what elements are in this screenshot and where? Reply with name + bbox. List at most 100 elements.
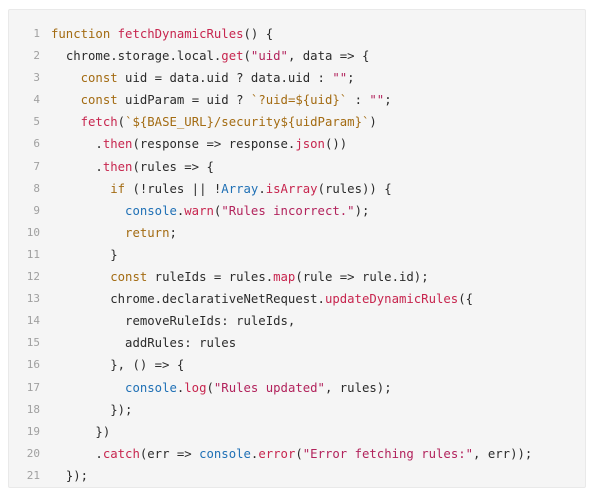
code-indent — [51, 425, 95, 439]
code-token: "uid" — [250, 49, 288, 64]
code-token: (!rules || ! — [125, 181, 222, 196]
code-token: (response => response. — [132, 137, 296, 152]
code-line: 18 }); — [9, 399, 585, 421]
line-number: 3 — [33, 71, 40, 85]
code-indent — [51, 182, 110, 196]
code-indent — [51, 270, 110, 284]
code-token: uidParam = uid ? — [117, 93, 251, 108]
line-code: } — [51, 244, 117, 266]
line-code: console.warn("Rules incorrect."); — [51, 200, 369, 222]
code-line: 19 }) — [9, 421, 585, 443]
code-token: . — [258, 181, 266, 196]
line-number: 6 — [33, 137, 40, 151]
line-code: const ruleIds = rules.map(rule => rule.i… — [51, 266, 428, 288]
line-number: 13 — [26, 292, 40, 306]
line-code: fetch(`${BASE_URL}/security${uidParam}`) — [51, 111, 377, 133]
code-token: updateDynamicRules — [324, 292, 459, 307]
line-code: }) — [51, 421, 110, 443]
code-token: }); — [110, 402, 133, 417]
code-token: ); — [354, 203, 370, 218]
code-indent — [51, 137, 95, 151]
line-number: 19 — [26, 424, 40, 438]
code-line: 11 } — [9, 244, 585, 266]
code-token: map — [273, 270, 296, 285]
code-line: 16 }, () => { — [9, 354, 585, 376]
line-code: function fetchDynamicRules() { — [51, 23, 273, 45]
code-indent — [51, 314, 125, 328]
code-token: . — [176, 380, 185, 395]
code-token: isArray — [265, 181, 318, 196]
code-line: 6 .then(response => response.json()) — [9, 133, 585, 155]
code-line: 10 return; — [9, 222, 585, 244]
code-indent — [51, 469, 66, 483]
code-line: 4 const uidParam = uid ? `?uid=${uid}` :… — [9, 89, 585, 111]
code-token: `?uid=${uid}` — [250, 93, 348, 108]
code-block[interactable]: 1 function fetchDynamicRules() { 2 chrome.… — [8, 9, 586, 488]
code-token: "Error fetching rules:" — [302, 446, 474, 461]
code-token: function — [51, 27, 111, 41]
line-number: 1 — [33, 27, 40, 40]
line-code: .then(response => response.json()) — [51, 133, 347, 155]
line-number: 8 — [33, 181, 40, 195]
code-token: . — [176, 203, 185, 218]
code-indent — [51, 49, 66, 63]
line-number: 18 — [26, 402, 40, 416]
code-line: 13 chrome.declarativeNetRequest.updateDy… — [9, 288, 585, 310]
code-token: ; — [169, 225, 177, 240]
code-token: get — [221, 49, 244, 64]
code-token: ; — [384, 93, 392, 108]
code-token: ()) — [324, 137, 348, 152]
code-token: ( — [117, 115, 126, 130]
code-line: 8 if (!rules || !Array.isArray(rules)) { — [9, 178, 585, 200]
code-token: ruleIds = rules. — [147, 270, 274, 285]
code-token: "Rules updated" — [213, 380, 325, 395]
code-token: if — [110, 181, 126, 196]
line-code: const uid = data.uid ? data.uid : ""; — [51, 67, 355, 89]
code-indent — [51, 160, 95, 174]
line-code: .then(rules => { — [51, 156, 214, 178]
code-token: log — [184, 380, 207, 395]
line-code: }); — [51, 465, 88, 487]
code-token: (rules => { — [132, 159, 214, 174]
line-number: 14 — [26, 314, 40, 328]
code-token: : — [347, 93, 370, 108]
line-number: 10 — [26, 225, 40, 239]
code-token: uid = data.uid ? data.uid : — [117, 71, 333, 86]
line-number: 17 — [26, 380, 40, 394]
line-number: 4 — [33, 93, 40, 107]
code-line: 14 removeRuleIds: ruleIds, — [9, 310, 585, 332]
code-indent — [51, 71, 81, 85]
code-token: "Rules incorrect." — [221, 203, 355, 218]
code-token: chrome.declarativeNetRequest. — [110, 292, 325, 307]
code-line: 5 fetch(`${BASE_URL}/security${uidParam}… — [9, 111, 585, 133]
line-number: 12 — [26, 270, 40, 284]
line-code: const uidParam = uid ? `?uid=${uid}` : "… — [51, 89, 392, 111]
code-indent — [51, 93, 81, 107]
code-token: () { — [243, 27, 274, 41]
line-number: 16 — [26, 358, 40, 372]
code-token: (err => — [139, 446, 200, 461]
line-code: .catch(err => console.error("Error fetch… — [51, 443, 532, 465]
code-line: 1 function fetchDynamicRules() { — [9, 23, 585, 45]
code-token: (rules)) { — [317, 181, 392, 196]
line-code: }, () => { — [51, 354, 184, 376]
code-token: "" — [332, 71, 348, 86]
code-token: warn — [184, 203, 214, 218]
code-token: ( — [206, 380, 214, 395]
code-indent — [51, 358, 110, 372]
line-code: console.log("Rules updated", rules); — [51, 377, 392, 399]
line-number: 5 — [33, 115, 40, 129]
code-token: console — [125, 380, 177, 395]
code-token: console — [125, 203, 177, 218]
line-code: return; — [51, 222, 177, 244]
code-token: . — [95, 446, 103, 461]
code-token: const — [110, 270, 148, 285]
code-token: fetchDynamicRules — [117, 27, 244, 41]
code-indent — [51, 292, 110, 306]
code-token: chrome.storage.local. — [65, 49, 222, 64]
line-number: 21 — [26, 468, 40, 482]
line-number: 2 — [33, 49, 40, 63]
code-token: , err)); — [473, 446, 533, 461]
code-token: ( — [213, 203, 222, 218]
code-token: error — [258, 446, 296, 461]
